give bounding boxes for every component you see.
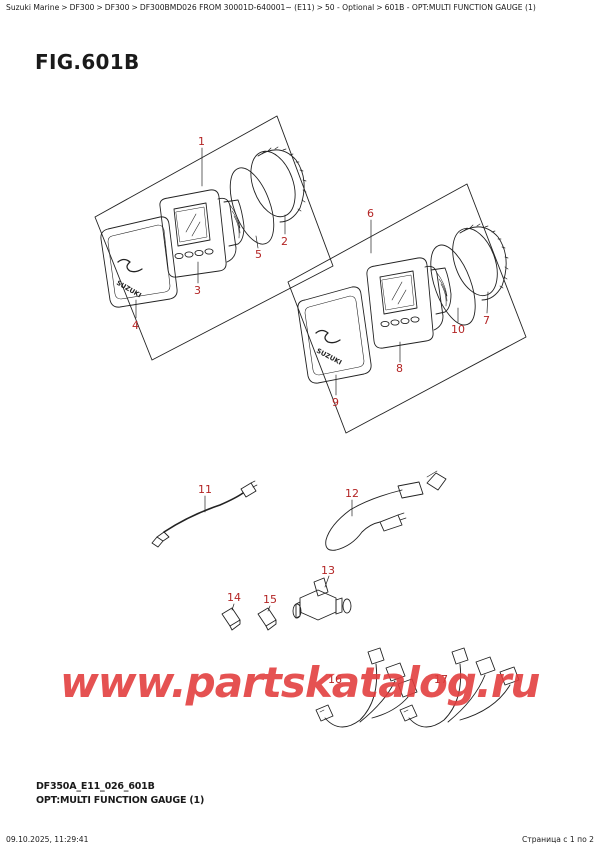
o-ring-10 [430,244,476,326]
callout-5[interactable]: 5 [255,248,262,261]
breadcrumb-separator: > [376,3,383,12]
breadcrumb-separator: > [96,3,103,12]
terminator-14 [221,607,241,631]
breadcrumb-current: 601B - OPT:MULTI FUNCTION GAUGE (1) [384,3,536,12]
figure-code: DF350A_E11_026_601B [36,781,155,792]
ring-nut-2 [250,146,307,223]
ring-nut-7 [452,223,509,301]
callout-14[interactable]: 14 [227,591,241,604]
breadcrumb-link-optional[interactable]: 50 - Optional [324,3,375,12]
breadcrumb-separator: > [61,3,68,12]
callout-6[interactable]: 6 [367,207,374,220]
breadcrumb-link-model[interactable]: DF300BMD026 FROM 30001D-640001~ (E11) [139,3,315,12]
cover-4-logo: SUZUKI [115,279,143,300]
cable-12 [325,470,447,551]
kit-6-outline [287,183,527,434]
figure-title: FIG.601B [35,50,140,74]
callout-10[interactable]: 10 [451,323,465,336]
figure-caption: OPT:MULTI FUNCTION GAUGE (1) [36,795,205,806]
harness-16 [315,647,418,728]
gauge-8 [366,257,452,349]
t-connector-13 [292,577,352,621]
breadcrumb-link-df300-b[interactable]: DF300 [104,3,130,12]
breadcrumb-link-suzuki-marine[interactable]: Suzuki Marine [6,3,60,12]
page-indicator: Страница с 1 по 2 [521,835,594,844]
kit-1-outline [94,115,334,361]
callout-15[interactable]: 15 [263,593,277,606]
terminator-15 [257,607,277,631]
breadcrumb-separator: > [316,3,323,12]
callout-7[interactable]: 7 [483,314,490,327]
callout-9[interactable]: 9 [332,396,339,409]
harness-17 [399,647,520,728]
callout-1[interactable]: 1 [198,135,205,148]
o-ring-5 [229,167,275,245]
gauge-3 [159,189,245,278]
callout-13[interactable]: 13 [321,564,335,577]
callout-8[interactable]: 8 [396,362,403,375]
cable-11 [151,480,258,548]
callout-4[interactable]: 4 [132,319,139,332]
cover-9: SUZUKI [297,286,372,384]
leader-lines [135,147,489,612]
breadcrumb: Suzuki Marine>DF300>DF300>DF300BMD026 FR… [6,3,594,13]
callout-11[interactable]: 11 [198,483,212,496]
breadcrumb-separator: > [131,3,138,12]
callout-16[interactable]: 16 [328,673,342,686]
print-timestamp: 09.10.2025, 11:29:41 [6,835,89,844]
cover-4: SUZUKI [100,216,178,308]
callouts: 1 2 3 4 5 6 7 8 9 10 11 12 13 14 15 16 1… [132,135,490,686]
callout-12[interactable]: 12 [345,487,359,500]
callout-2[interactable]: 2 [281,235,288,248]
breadcrumb-link-df300-a[interactable]: DF300 [69,3,95,12]
callout-3[interactable]: 3 [194,284,201,297]
watermark: www.partskatalog.ru [60,658,540,707]
callout-17[interactable]: 17 [434,673,448,686]
